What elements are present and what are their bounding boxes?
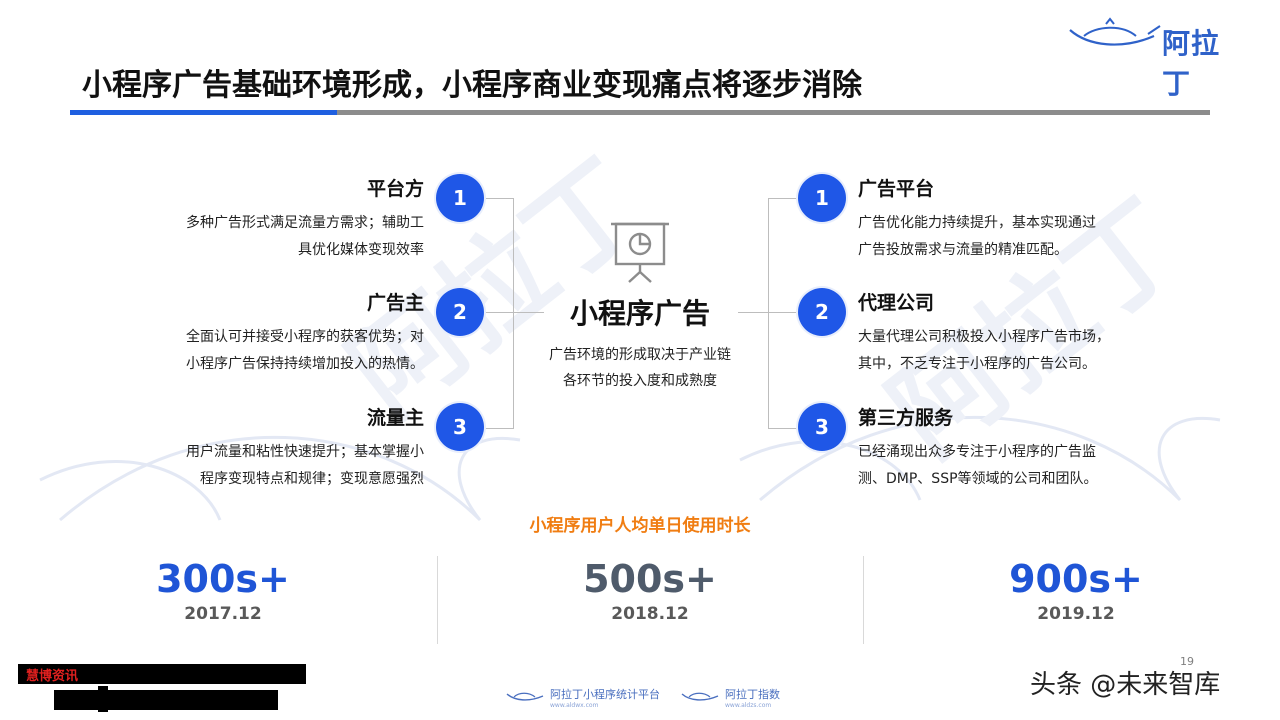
desc-line: 小程序广告保持持续增加投入的热情。 bbox=[186, 356, 424, 372]
desc-line: 大量代理公司积极投入小程序广告市场， bbox=[858, 329, 1110, 345]
redacted-label: 慧博资讯 bbox=[26, 669, 79, 684]
number-badge: 2 bbox=[798, 288, 846, 336]
left-connector-mid bbox=[484, 312, 544, 313]
title-underline bbox=[70, 110, 1210, 115]
left-item-platform: 平台方 多种广告形式满足流量方需求；辅助工 具优化媒体变现效率 bbox=[186, 174, 424, 264]
center-desc: 广告环境的形成取决于产业链 各环节的投入度和成熟度 bbox=[525, 342, 755, 394]
right-connector-bottom bbox=[768, 428, 798, 429]
page-number: 19 bbox=[1180, 655, 1194, 668]
number-badge: 2 bbox=[436, 288, 484, 336]
left-item-desc: 多种广告形式满足流量方需求；辅助工 具优化媒体变现效率 bbox=[186, 210, 424, 264]
magic-lamp-icon bbox=[1069, 17, 1161, 46]
right-item-title: 广告平台 bbox=[858, 178, 935, 200]
left-connector-bottom bbox=[484, 428, 514, 429]
stat-2017: 300s+ 2017.12 bbox=[123, 556, 323, 624]
stat-year: 2019.12 bbox=[1037, 604, 1115, 624]
right-item-third-party: 第三方服务 已经涌现出众多专注于小程序的广告监 测、DMP、SSP等领域的公司和… bbox=[858, 403, 1098, 493]
right-connector-mid bbox=[738, 312, 798, 313]
stat-value: 500s+ bbox=[583, 557, 717, 601]
left-item-title: 平台方 bbox=[366, 178, 424, 200]
desc-line: 广告环境的形成取决于产业链 bbox=[549, 347, 731, 363]
center-title: 小程序广告 bbox=[569, 297, 710, 330]
right-item-agency: 代理公司 大量代理公司积极投入小程序广告市场， 其中，不乏专注于小程序的广告公司… bbox=[858, 288, 1110, 378]
desc-line: 已经涌现出众多专注于小程序的广告监 bbox=[858, 444, 1096, 460]
stat-value: 300s+ bbox=[156, 557, 290, 601]
redacted-block bbox=[54, 690, 278, 710]
footer-logo-text: 阿拉丁指数 bbox=[725, 687, 780, 701]
magic-lamp-icon bbox=[681, 692, 719, 701]
stat-year: 2018.12 bbox=[611, 604, 689, 624]
magic-lamp-icon bbox=[506, 692, 544, 701]
right-connector-top bbox=[768, 198, 798, 199]
left-connector-vertical bbox=[513, 198, 514, 428]
stat-year: 2017.12 bbox=[184, 604, 262, 624]
left-item-desc: 全面认可并接受小程序的获客优势；对 小程序广告保持持续增加投入的热情。 bbox=[186, 324, 424, 378]
desc-line: 广告投放需求与流量的精准匹配。 bbox=[858, 242, 1068, 258]
right-connector-vertical bbox=[768, 198, 769, 428]
source-tag: 头条 @未来智库 bbox=[1030, 670, 1221, 700]
brand-logo: 阿拉丁 bbox=[1066, 16, 1246, 100]
stats-heading: 小程序用户人均单日使用时长 bbox=[529, 516, 751, 536]
desc-line: 其中，不乏专注于小程序的广告公司。 bbox=[858, 356, 1096, 372]
desc-line: 用户流量和粘性快速提升；基本掌握小 bbox=[186, 444, 424, 460]
desc-line: 测、DMP、SSP等领域的公司和团队。 bbox=[858, 471, 1098, 487]
footer-logo-text: 阿拉丁小程序统计平台 bbox=[550, 687, 660, 701]
right-item-desc: 广告优化能力持续提升，基本实现通过 广告投放需求与流量的精准匹配。 bbox=[858, 210, 1096, 264]
footer-logo-url: www.aldzs.com bbox=[725, 701, 772, 709]
page-title: 小程序广告基础环境形成，小程序商业变现痛点将逐步消除 bbox=[82, 68, 862, 103]
stat-value: 900s+ bbox=[1009, 557, 1143, 601]
title-underline-accent bbox=[70, 110, 337, 115]
left-connector-top bbox=[484, 198, 514, 199]
footer-logo-index: 阿拉丁指数 www.aldzs.com bbox=[680, 686, 780, 709]
right-item-desc: 已经涌现出众多专注于小程序的广告监 测、DMP、SSP等领域的公司和团队。 bbox=[858, 439, 1098, 493]
stat-divider bbox=[437, 556, 438, 644]
desc-line: 具优化媒体变现效率 bbox=[298, 242, 424, 258]
left-item-title: 流量主 bbox=[366, 407, 424, 429]
left-item-desc: 用户流量和粘性快速提升；基本掌握小 程序变现特点和规律；变现意愿强烈 bbox=[186, 439, 424, 493]
desc-line: 广告优化能力持续提升，基本实现通过 bbox=[858, 215, 1096, 231]
right-item-title: 代理公司 bbox=[858, 292, 935, 314]
desc-line: 多种广告形式满足流量方需求；辅助工 bbox=[186, 215, 424, 231]
left-item-advertiser: 广告主 全面认可并接受小程序的获客优势；对 小程序广告保持持续增加投入的热情。 bbox=[186, 288, 424, 378]
footer-logo-stats-platform: 阿拉丁小程序统计平台 www.aldwx.com bbox=[505, 686, 660, 709]
right-item-ad-platform: 广告平台 广告优化能力持续提升，基本实现通过 广告投放需求与流量的精准匹配。 bbox=[858, 174, 1096, 264]
stat-divider bbox=[863, 556, 864, 644]
presentation-chart-icon bbox=[611, 222, 669, 283]
desc-line: 全面认可并接受小程序的获客优势；对 bbox=[186, 329, 424, 345]
desc-line: 各环节的投入度和成熟度 bbox=[563, 373, 717, 389]
redacted-block: 慧博资讯 bbox=[18, 664, 306, 684]
number-badge: 1 bbox=[436, 174, 484, 222]
desc-line: 程序变现特点和规律；变现意愿强烈 bbox=[200, 471, 424, 487]
brand-name: 阿拉丁 bbox=[1162, 27, 1221, 100]
stat-2018: 500s+ 2018.12 bbox=[550, 556, 750, 624]
number-badge: 3 bbox=[436, 403, 484, 451]
redacted-block bbox=[98, 686, 108, 712]
number-badge: 1 bbox=[798, 174, 846, 222]
stat-2019: 900s+ 2019.12 bbox=[976, 556, 1176, 624]
right-item-title: 第三方服务 bbox=[858, 407, 954, 429]
left-item-traffic-owner: 流量主 用户流量和粘性快速提升；基本掌握小 程序变现特点和规律；变现意愿强烈 bbox=[186, 403, 424, 493]
footer-logo-url: www.aldwx.com bbox=[550, 701, 599, 709]
right-item-desc: 大量代理公司积极投入小程序广告市场， 其中，不乏专注于小程序的广告公司。 bbox=[858, 324, 1110, 378]
number-badge: 3 bbox=[798, 403, 846, 451]
left-item-title: 广告主 bbox=[366, 292, 424, 314]
